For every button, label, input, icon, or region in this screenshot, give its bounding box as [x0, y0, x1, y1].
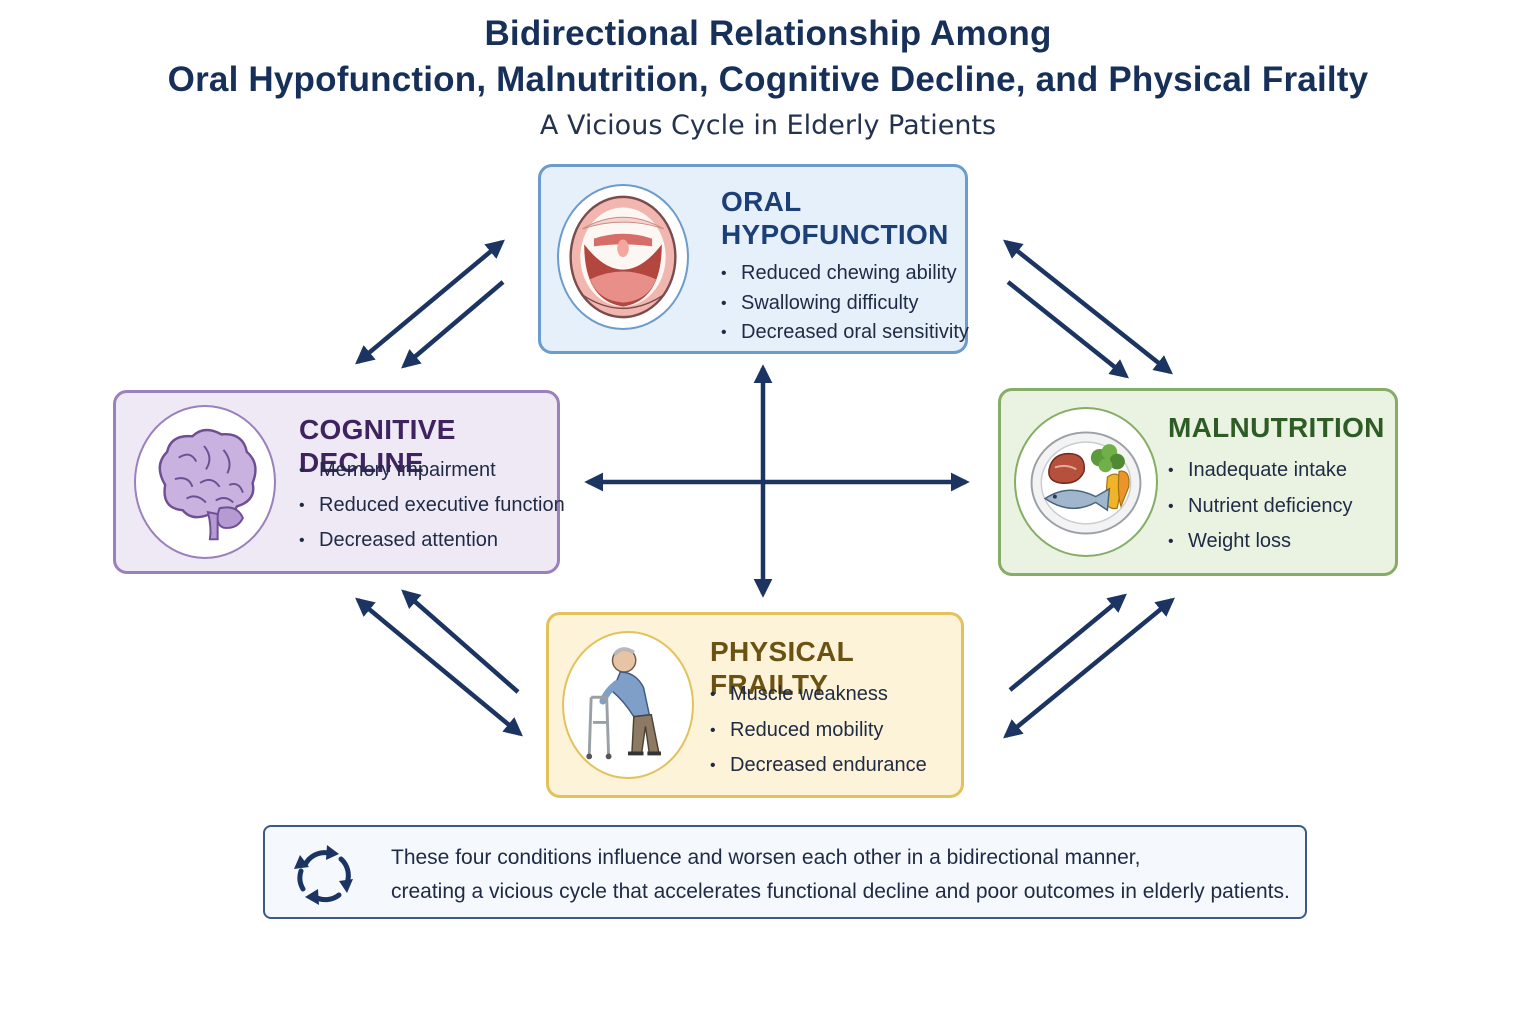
- arrow-oral-malnutrition-double: [1003, 239, 1173, 375]
- oral-heading-line-1: ORAL: [721, 186, 802, 217]
- summary-text: These four conditions influence and wors…: [391, 841, 1290, 909]
- arrow-cognitive-frailty-double: [355, 597, 523, 737]
- arrow-frailty-to-malnutrition: [1008, 593, 1127, 692]
- list-item: Reduced chewing ability: [721, 259, 969, 289]
- oral-hypofunction-heading: ORAL HYPOFUNCTION: [721, 185, 961, 251]
- arrow-frailty-to-cognitive: [401, 589, 520, 694]
- malnutrition-box: MALNUTRITION Inadequate intake Nutrient …: [998, 388, 1398, 576]
- list-item: Nutrient deficiency: [1168, 489, 1353, 525]
- arrow-malnutrition-frailty-double: [1003, 597, 1175, 739]
- list-item: Decreased attention: [299, 523, 565, 558]
- diagram-title-line-1: Bidirectional Relationship Among: [484, 14, 1052, 53]
- summary-note: These four conditions influence and wors…: [263, 825, 1307, 919]
- arrow-oral-cognitive-double: [355, 239, 505, 365]
- elderly-walker-icon: [562, 631, 694, 779]
- summary-line-2: creating a vicious cycle that accelerate…: [391, 880, 1290, 903]
- diagram-subtitle: A Vicious Cycle in Elderly Patients: [539, 110, 997, 141]
- oral-heading-line-2: HYPOFUNCTION: [721, 219, 949, 250]
- cognitive-symptom-list: Memory impairment Reduced executive func…: [299, 453, 565, 558]
- cognitive-decline-box: COGNITIVE DECLINE Memory impairment Redu…: [113, 390, 565, 574]
- arrow-oral-to-cognitive: [401, 280, 505, 369]
- list-item: Reduced executive function: [299, 488, 565, 523]
- arrow-oral-to-malnutrition: [1006, 280, 1129, 379]
- open-mouth-icon: [557, 184, 689, 330]
- malnutrition-symptom-list: Inadequate intake Nutrient deficiency We…: [1168, 453, 1353, 560]
- frailty-symptom-list: Muscle weakness Reduced mobility Decreas…: [710, 677, 927, 784]
- list-item: Weight loss: [1168, 524, 1353, 560]
- list-item: Decreased oral sensitivity: [721, 318, 969, 348]
- diagram-title-line-2: Oral Hypofunction, Malnutrition, Cogniti…: [167, 60, 1369, 99]
- list-item: Decreased endurance: [710, 748, 927, 784]
- oral-symptom-list: Reduced chewing ability Swallowing diffi…: [721, 259, 969, 348]
- food-plate-icon: [1014, 407, 1158, 557]
- list-item: Muscle weakness: [710, 677, 927, 713]
- oral-hypofunction-box: ORAL HYPOFUNCTION Reduced chewing abilit…: [538, 164, 969, 354]
- physical-frailty-box: PHYSICAL FRAILTY Muscle weakness Reduced…: [546, 612, 964, 798]
- malnutrition-heading: MALNUTRITION: [1168, 412, 1385, 443]
- list-item: Reduced mobility: [710, 713, 927, 749]
- list-item: Inadequate intake: [1168, 453, 1353, 489]
- brain-icon: [134, 405, 276, 559]
- summary-line-1: These four conditions influence and wors…: [391, 846, 1141, 869]
- cycle-arrows-icon: [294, 845, 353, 905]
- list-item: Memory impairment: [299, 453, 565, 488]
- list-item: Swallowing difficulty: [721, 289, 969, 319]
